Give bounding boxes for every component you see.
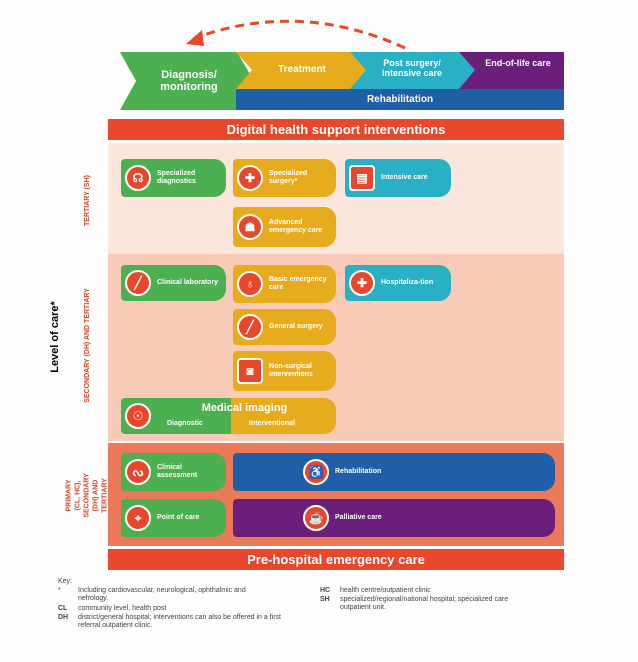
card-specialized-surgery: ✚ Specialized surgery* xyxy=(233,159,336,197)
card-hospitalization: ✚ Hospitaliza-tion xyxy=(345,265,451,301)
card-non-surgical: ◙ Non-surgical interventions xyxy=(233,351,336,391)
stage-end-of-life-text: End-of-life care xyxy=(485,58,551,68)
surgeon-icon: ✚ xyxy=(237,165,263,191)
key-cl-text: community level, health post xyxy=(78,605,167,612)
test-tube-icon: ╱ xyxy=(125,270,151,296)
stethoscope-icon: ᔓ xyxy=(125,459,151,485)
stage-post-surgery-text: Post surgery/ intensive care xyxy=(381,58,443,78)
imaging-right-half xyxy=(231,398,336,434)
key-title: Key: xyxy=(58,578,73,585)
card-advanced-emergency: ☗ Advanced emergency care xyxy=(233,207,336,247)
card-label: Clinical laboratory xyxy=(157,279,219,286)
chevron-post-surgery xyxy=(350,52,478,89)
card-intensive-care: ▤ Intensive care xyxy=(345,159,451,197)
card-palliative-care: ☕ Palliative care xyxy=(233,499,555,537)
card-label: Hospitaliza-tion xyxy=(381,279,434,286)
care-pathway-header: Diagnosis/ monitoring xyxy=(120,19,564,110)
tier-label-tertiary: TERTIARY (SH) xyxy=(83,174,91,226)
key-sh-symbol: SH xyxy=(320,596,330,603)
card-point-of-care: ⌖ Point of care xyxy=(121,499,226,537)
hospital-bed-icon: ✚ xyxy=(349,270,375,296)
digital-health-banner: Digital health support interventions xyxy=(108,119,564,140)
screen-icon: ◙ xyxy=(237,358,263,384)
card-label: Clinical assessment xyxy=(157,464,198,479)
card-label: Specialized diagnostics xyxy=(157,170,196,185)
imaging-title: Medical imaging xyxy=(201,402,288,414)
card-label: Intensive care xyxy=(381,174,428,181)
return-arrowhead-icon xyxy=(186,30,204,46)
caring-hands-icon: ☕ xyxy=(303,505,329,531)
key-star-symbol: * xyxy=(58,587,61,594)
stage-diagnosis-text: Diagnosis/ monitoring xyxy=(148,69,230,93)
card-clinical-laboratory: ╱ Clinical laboratory xyxy=(121,265,226,301)
walker-icon: ♿ xyxy=(303,459,329,485)
return-arrow-icon xyxy=(194,19,406,50)
key-star-text: Including cardiovascular, neurological, … xyxy=(78,587,246,602)
card-label: Specialized surgery* xyxy=(269,170,308,185)
chevron-treatment xyxy=(236,52,368,89)
card-rehabilitation: ♿ Rehabilitation xyxy=(233,453,555,491)
card-medical-imaging: ☉ Medical imaging Diagnostic Interventio… xyxy=(121,398,336,434)
iv-drip-icon: ♁ xyxy=(237,271,263,297)
key-dh-symbol: DH xyxy=(58,614,69,621)
key-sh-text: specialized/regional/national hospital; … xyxy=(340,596,509,611)
imaging-interventional: Interventional xyxy=(249,420,295,427)
level-of-care-label: Level of care* xyxy=(49,301,61,373)
stage-treatment-text: Treatment xyxy=(278,64,326,75)
paramedic-icon: ☗ xyxy=(237,214,263,240)
key-dh-text: district/general hospital; interventions… xyxy=(78,614,281,629)
key-hc-symbol: HC xyxy=(320,587,331,594)
card-label: Basic emergency care xyxy=(269,276,327,291)
card-label: Point of care xyxy=(157,514,200,521)
scalpel-icon: ╱ xyxy=(237,314,263,340)
tier-label-secondary: SECONDARY (DH) AND TERTIARY xyxy=(83,287,91,403)
card-label: Palliative care xyxy=(335,514,382,521)
location-pin-icon: ⌖ xyxy=(125,505,151,531)
key-hc-text: health centre/outpatient clinic xyxy=(340,587,431,594)
card-label: Rehabilitation xyxy=(335,468,382,475)
rehabilitation-bar-label: Rehabilitation xyxy=(366,94,434,105)
imaging-diagnostic: Diagnostic xyxy=(167,420,203,427)
card-general-surgery: ╱ General surgery xyxy=(233,309,336,345)
rehabilitation-bar xyxy=(236,89,564,110)
card-clinical-assessment: ᔓ Clinical assessment xyxy=(121,453,226,491)
monitor-icon: ▤ xyxy=(349,165,375,191)
tier-label-primary: PRIMARY (CL, HC), SECONDARY (DH) AND TER… xyxy=(65,472,109,518)
head-icon: ☊ xyxy=(125,165,151,191)
card-basic-emergency: ♁ Basic emergency care xyxy=(233,265,336,303)
key-cl-symbol: CL xyxy=(58,605,68,612)
chevron-end-of-life xyxy=(459,52,564,89)
card-specialized-diagnostics: ☊ Specialized diagnostics xyxy=(121,159,226,197)
card-label: Advanced emergency care xyxy=(269,219,323,234)
body-scan-icon: ☉ xyxy=(125,403,151,429)
prehospital-banner: Pre-hospital emergency care xyxy=(108,549,564,570)
card-label: General surgery xyxy=(269,323,323,330)
card-label: Non-surgical interventions xyxy=(269,363,313,378)
